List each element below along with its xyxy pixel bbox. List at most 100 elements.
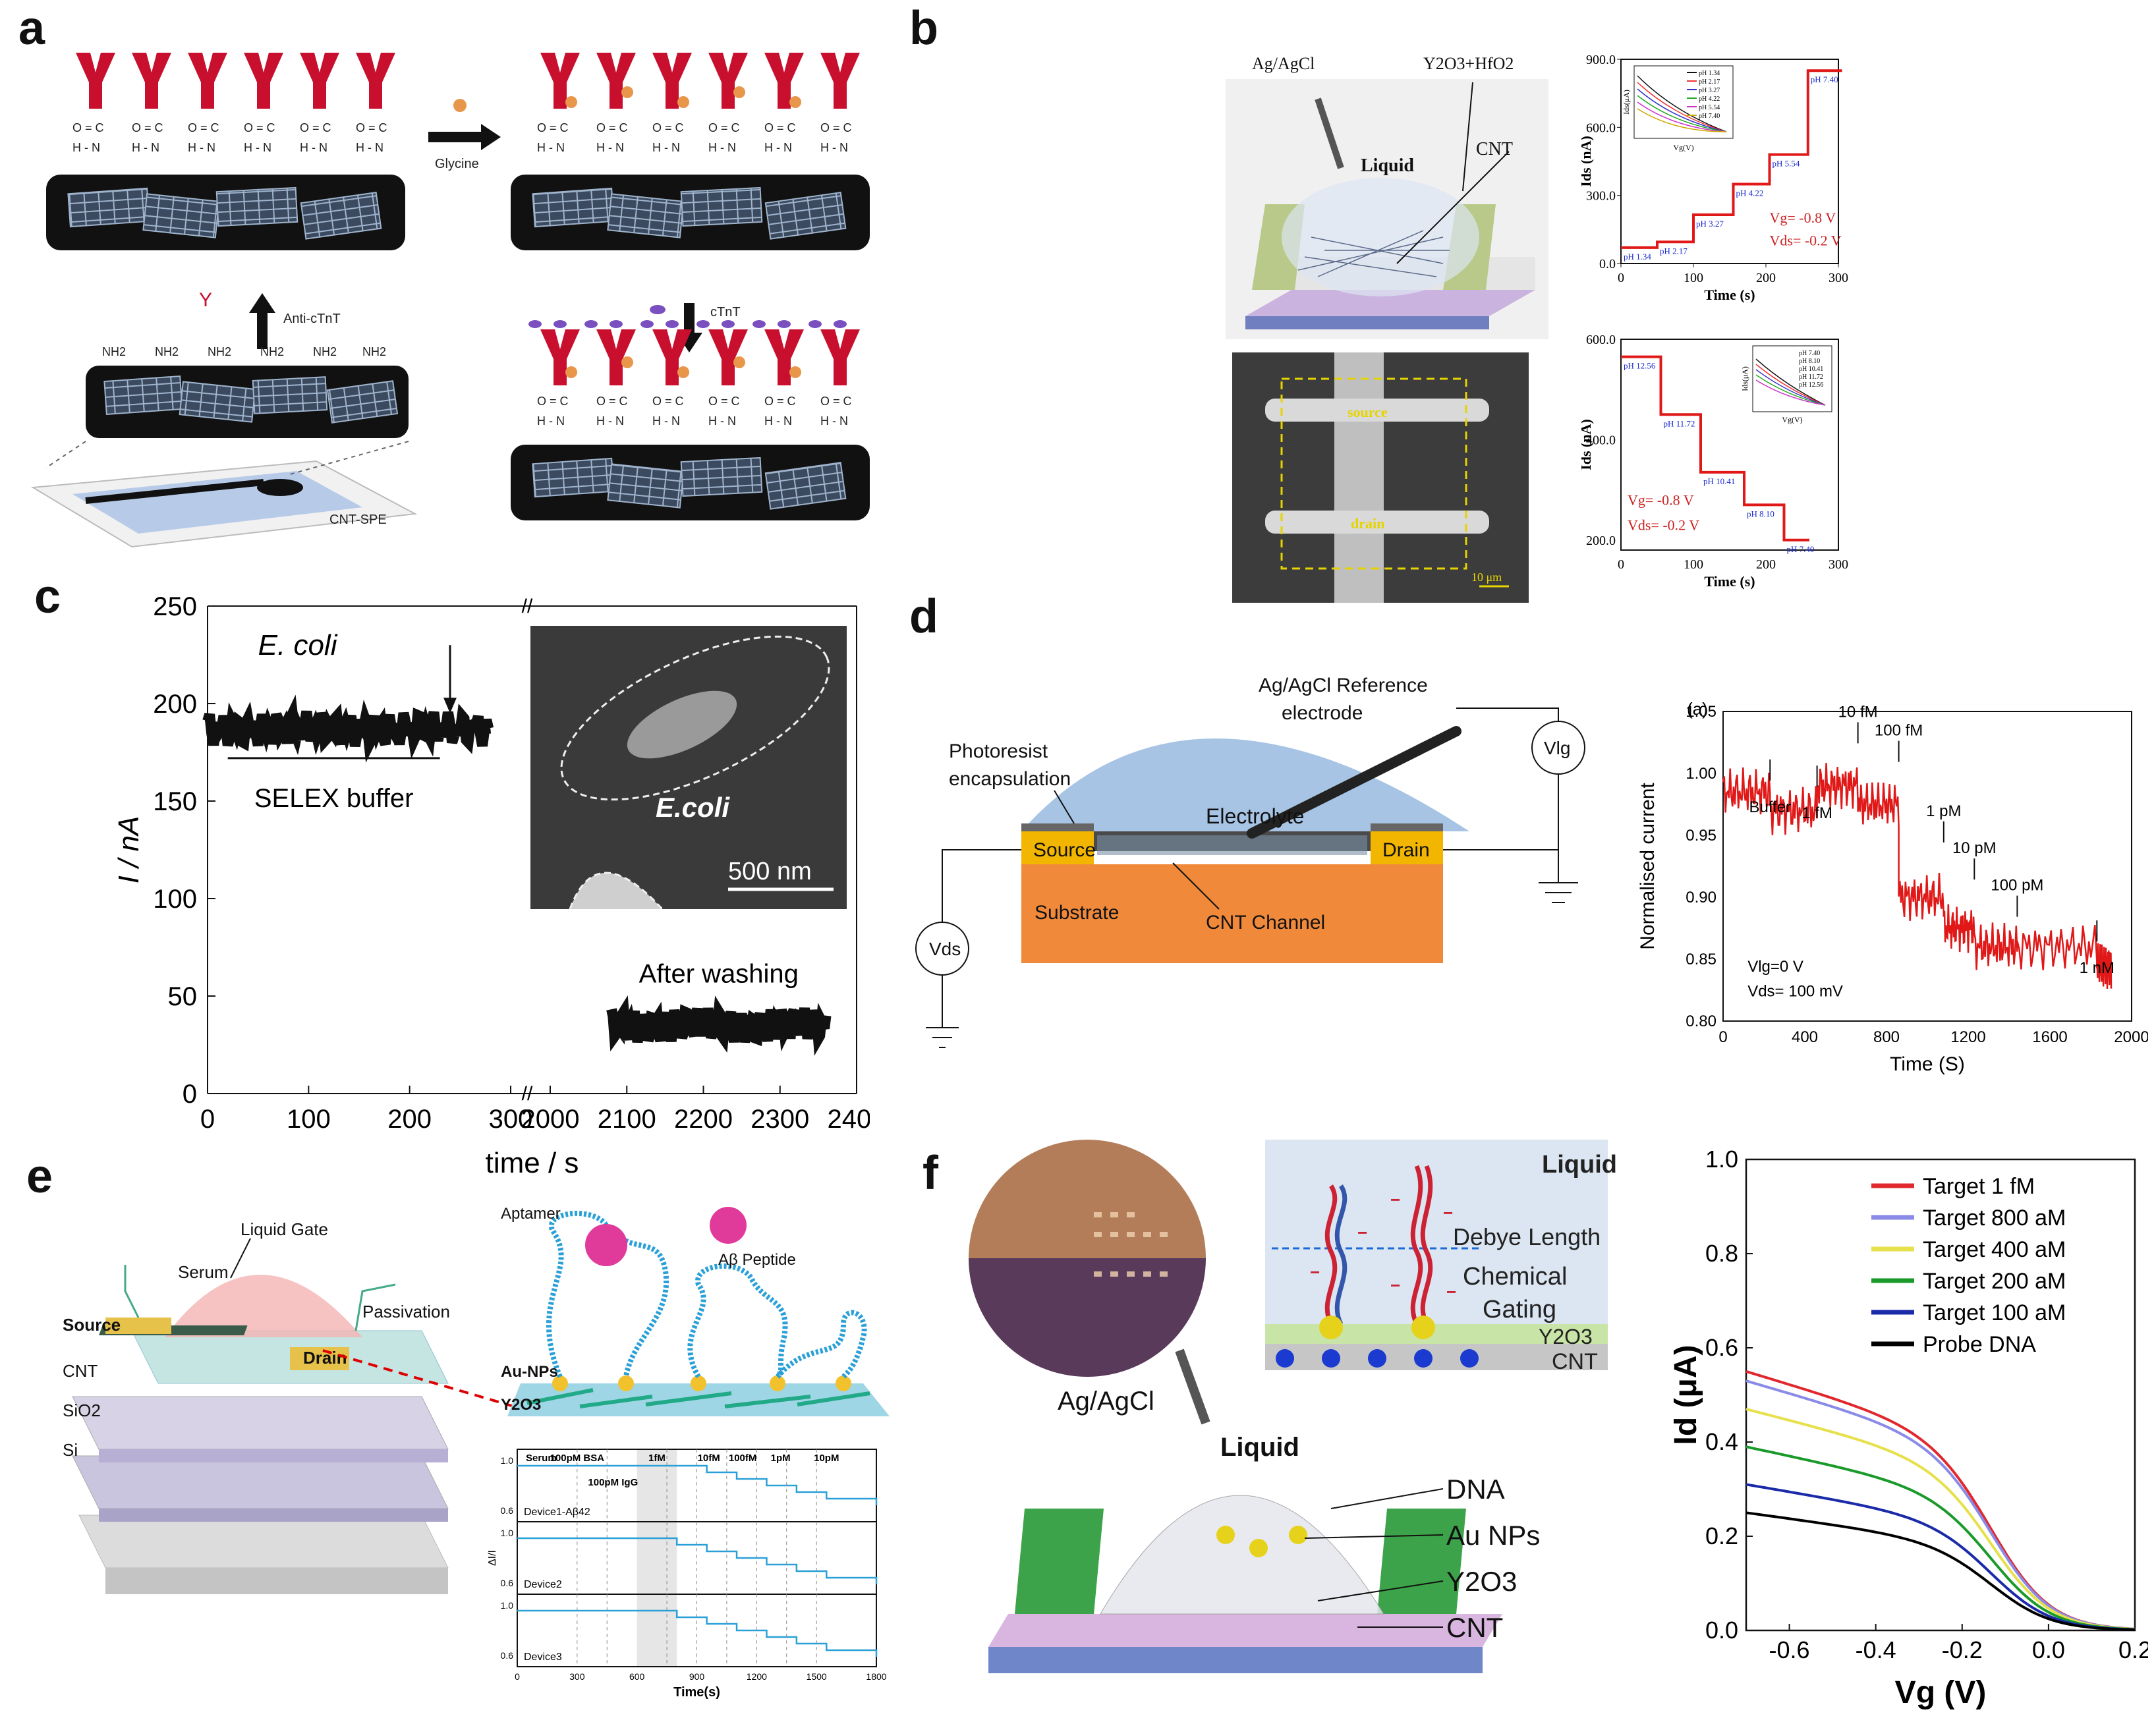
c-xtick-label: 100 [287,1105,331,1134]
svg-text:H - N: H - N [764,414,792,428]
b-top-inset-curve [1637,88,1727,132]
svg-text:H - N: H - N [820,141,848,154]
svg-text:H - N: H - N [132,141,159,154]
b-top-ytick-label: 300.0 [1586,189,1616,204]
b-top-ytick-label: 900.0 [1586,53,1616,67]
b-top-inset-curve [1637,101,1727,132]
b-bot-frame [1620,339,1839,551]
svg-text:O = C: O = C [652,121,684,134]
svg-text:O = C: O = C [820,395,852,408]
b-bot-xlabel: Time (s) [1704,573,1755,590]
spe-label: CNT-SPE [329,513,387,527]
e-aunps-label: Au-NPs [501,1363,558,1381]
f-series-5 [1745,1511,2136,1631]
b-top-inset-legend-label: pH 7.40 [1699,113,1720,120]
d-annotation-label: 1 fM [1801,804,1832,822]
e-xlabel: Time(s) [673,1685,720,1700]
e-ytick-label: 0.6 [501,1578,514,1588]
d-frame [1722,711,2132,1022]
svg-text:NH2: NH2 [260,345,284,358]
d-ref-label-2: electrode [1282,702,1363,724]
b-bot-inset-legend-label: pH 12.56 [1799,381,1823,389]
panel-f-schematic: −−− −−− Liquid Debye Length Chemical Gat… [969,1140,1617,1673]
b-source-label: source [1348,404,1388,420]
d-xtick-label: 800 [1873,1028,1900,1046]
d-sub-label: (a) [1687,699,1708,719]
panel-label-c: c [34,570,61,623]
f-ytick-label: 0.0 [1705,1617,1738,1644]
svg-text:NH2: NH2 [102,345,126,358]
e-xtick-label: 1500 [807,1671,827,1682]
e-peptide-label: Aβ Peptide [718,1251,796,1269]
panel-a-schematic: O = C H - N O = C H - N O = C H - N O = C H … [30,53,870,548]
e-ylabel: ΔI/I [488,1550,498,1566]
e-event-label: 10pM [814,1453,839,1464]
e-ytick-label: 1.0 [501,1600,514,1611]
c-inset-label: E.coli [656,792,730,823]
c-ytick-label: 250 [153,592,197,621]
b-top-series [1621,69,1842,249]
panel-b-device: Ag/AgCl Y2O3+HfO2 Liquid CNT source drai… [1226,54,1548,603]
b-top-step-label: pH 4.22 [1736,188,1764,198]
e-device1-label: Device1-Aβ42 [524,1507,590,1518]
e-source-label: Source [63,1315,121,1335]
e-ytick-label: 0.6 [501,1650,514,1661]
svg-text:H - N: H - N [764,141,792,154]
b-bot-inset-legend-label: pH 10.41 [1799,366,1823,373]
f-chem1-label: Chemical [1463,1263,1567,1291]
d-xtick-label: 400 [1792,1028,1818,1046]
b-dielectric-label: Y2O3+HfO2 [1423,54,1514,73]
e-sio2-label: SiO2 [63,1401,101,1420]
svg-text:−: − [1390,1275,1400,1295]
svg-text:H - N: H - N [708,141,736,154]
b-top-xtick-label: 100 [1684,271,1703,285]
c-ytick-label: 200 [153,690,197,719]
f-y2o3-label: Y2O3 [1446,1566,1517,1597]
panel-e-aptamer: Aptamer Aβ Peptide Au-NPs Y2O3 [501,1205,890,1416]
c-after-label: After washing [639,959,799,988]
f-series-2 [1745,1408,2136,1631]
svg-text:H - N: H - N [244,141,271,154]
d-xlabel: Time (S) [1890,1053,1965,1075]
f-xtick-label: 0.2 [2118,1636,2148,1663]
svg-text:O = C: O = C [764,395,796,408]
f-series-4 [1745,1483,2136,1631]
e-cnt-label: CNT [63,1361,98,1381]
e-device2-label: Device2 [524,1579,562,1590]
panel-label-b: b [909,2,938,55]
b-top-inset-ylabel: Ids(μA) [1622,90,1631,115]
f-aunps-label: Au NPs [1446,1520,1540,1551]
svg-text:NH2: NH2 [313,345,337,358]
svg-text:O = C: O = C [708,121,740,134]
b-bot-inset-curve [1755,358,1826,406]
b-bot-step-label: pH 12.56 [1624,361,1656,371]
b-bot-inset-ylabel: Ids(μA) [1740,366,1749,391]
e-ytick-label: 0.6 [501,1505,514,1516]
b-bot-xtick-label: 300 [1829,557,1848,572]
b-bot-cond1: Vg= -0.8 V [1628,491,1694,508]
b-ref-label: Ag/AgCl [1252,54,1315,73]
b-bot-step-label: pH 10.41 [1703,476,1735,486]
b-top-inset-legend-label: pH 1.34 [1699,70,1720,77]
b-top-inset-frame [1633,65,1734,139]
d-annotation-label: 1 nM [2080,959,2114,977]
svg-text:−: − [1357,1223,1367,1242]
svg-text:NH2: NH2 [362,345,386,358]
d-substrate-label: Substrate [1035,902,1119,924]
b-top-inset-curve [1637,108,1727,132]
svg-text:−: − [1446,1282,1456,1302]
d-xtick-label: 1600 [2032,1028,2067,1046]
f-liquid-top-label: Liquid [1542,1151,1617,1179]
e-event-label: 100fM [729,1453,757,1464]
c-ecoli-label: E. coli [258,629,338,661]
e-series [517,1609,878,1657]
svg-text:O = C: O = C [300,121,331,134]
d-photoresist-label: Photoresist [949,740,1048,762]
svg-text:O = C: O = C [356,121,387,134]
c-selex-label: SELEX buffer [254,784,414,813]
d-ytick-label: 0.95 [1686,827,1716,845]
svg-text:H - N: H - N [300,141,327,154]
panel-e-device: Liquid Gate Serum Source Passivation Dra… [63,1219,514,1594]
d-cond1: Vlg=0 V [1747,958,1803,976]
f-legend-label: Target 200 aM [1923,1269,2066,1294]
